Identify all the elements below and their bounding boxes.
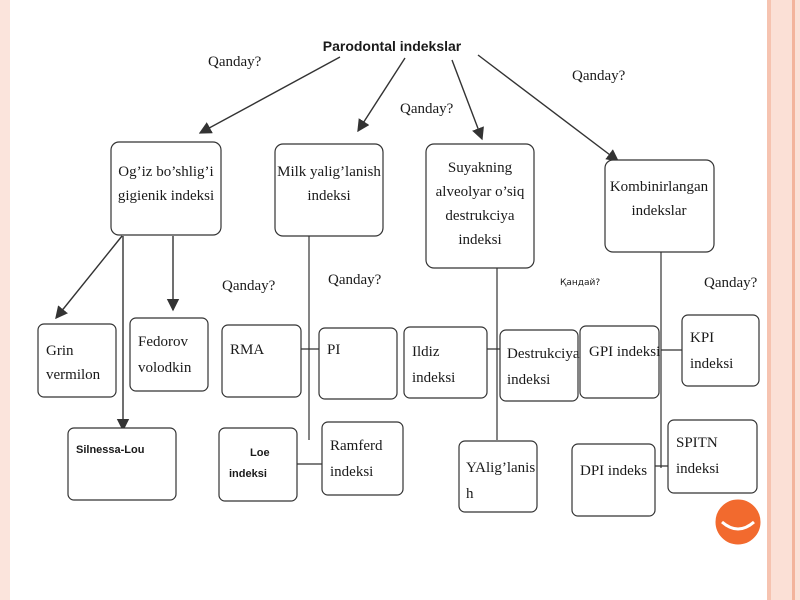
leaf-box-destrukciya: [499, 329, 579, 402]
leaf-loe-line1: Loe: [250, 447, 270, 459]
leaf-box-yaliglanish: [458, 440, 538, 513]
leaf-gpi-label: GPI indeksi: [589, 344, 660, 360]
leaf-box-rma: [221, 324, 302, 398]
leaf-box-kpi: [681, 314, 760, 387]
question-label-cyrillic: Қандай?: [560, 278, 600, 288]
leaf-ildiz-line1: Ildiz: [412, 344, 440, 360]
leaf-box-loe: [218, 427, 298, 502]
right-frame-border-stripe: [792, 0, 795, 600]
category-combined-line2: indekslar: [632, 203, 687, 219]
leaf-box-ramferd: [321, 421, 404, 496]
leaf-ramferd-line2: indeksi: [330, 464, 373, 480]
leaf-grin-line2: vermilon: [46, 367, 101, 383]
leaf-spitn-line2: indeksi: [676, 461, 719, 477]
leaf-kpi-line1: KPI: [690, 330, 714, 346]
leaf-kpi-line2: indeksi: [690, 356, 733, 372]
arrow-to-combined: [477, 54, 620, 162]
category-box-gingival: [274, 143, 384, 237]
arrow-to-gingival: [357, 57, 406, 133]
leaf-ramferd-line1: Ramferd: [330, 438, 383, 454]
question-label-2: Qanday?: [400, 101, 454, 117]
leaf-box-dpi: [571, 443, 656, 517]
category-box-hygiene: [110, 141, 222, 236]
leaf-spitn-line1: SPITN: [676, 435, 718, 451]
leaf-destrukciya-line1: Destrukciya: [507, 346, 580, 362]
category-hygiene-line2: gigienik indeksi: [118, 188, 214, 204]
leaf-loe-line2: indeksi: [229, 468, 267, 480]
category-bone-line2: alveolyar o’siq: [436, 184, 525, 200]
category-gingival-line1: Milk yalig’lanish: [277, 164, 381, 180]
category-gingival-line2: indeksi: [307, 188, 350, 204]
question-label-5: Qanday?: [328, 272, 382, 288]
leaf-pi-label: PI: [327, 342, 340, 358]
leaf-box-grin: [37, 323, 117, 398]
category-bone-line1: Suyakning: [448, 160, 513, 176]
leaf-silnessa-line1: Silnessa-Lou: [76, 444, 144, 456]
leaf-box-spitn: [667, 419, 758, 494]
question-label-1: Qanday?: [208, 54, 262, 70]
arrow-to-bone: [451, 59, 484, 141]
leaf-yaliglanish-line1: YAlig’lanis: [466, 460, 535, 476]
leaf-destrukciya-line2: indeksi: [507, 372, 550, 388]
leaf-ildiz-line2: indeksi: [412, 370, 455, 386]
category-box-combined: [604, 159, 715, 253]
leaf-box-fedorov: [129, 317, 209, 392]
leaf-fedorov-line2: volodkin: [138, 360, 192, 376]
diagram-title: Parodontal indekslar: [323, 38, 462, 54]
left-frame-border: [0, 0, 10, 600]
category-bone-line3: destrukciya: [445, 208, 514, 224]
question-label-4: Qanday?: [222, 278, 276, 294]
arrow-to-hygiene: [198, 56, 341, 134]
question-label-6: Qanday?: [704, 275, 758, 291]
category-box-bone: [425, 143, 535, 269]
category-hygiene-line1: Og’iz bo’shlig’i: [118, 164, 213, 180]
leaf-box-gpi: [579, 325, 660, 399]
leaf-grin-line1: Grin: [46, 343, 74, 359]
right-frame-border-inner: [767, 0, 771, 600]
leaf-rma-label: RMA: [230, 342, 264, 358]
category-bone-line4: indeksi: [458, 232, 501, 248]
leaf-yaliglanish-line2: h: [466, 486, 474, 502]
question-label-3: Qanday?: [572, 68, 626, 84]
category-combined-line1: Kombinirlangan: [610, 179, 709, 195]
leaf-fedorov-line1: Fedorov: [138, 334, 188, 350]
right-frame-border: [771, 0, 800, 600]
orange-circle-button-icon[interactable]: [712, 496, 764, 548]
leaf-dpi-label: DPI indeks: [580, 463, 647, 479]
leaf-box-ildiz: [403, 326, 488, 399]
leaf-box-pi: [318, 327, 398, 400]
leaf-box-silnessa: [67, 427, 177, 501]
arrow-hygiene-to-grin: [55, 235, 123, 320]
